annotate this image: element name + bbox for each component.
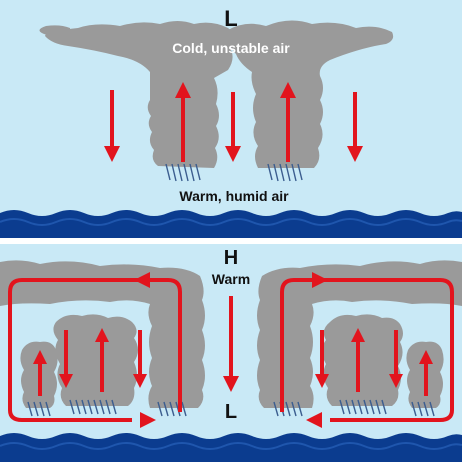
bottom-arrow-up-right-4 xyxy=(419,350,433,396)
bottom-sea xyxy=(0,433,462,462)
bottom-pressure-low-label: L xyxy=(225,401,237,423)
bottom-vertical-arrows xyxy=(33,296,433,396)
top-right-cloud xyxy=(227,20,394,169)
top-left-anvil-wisp xyxy=(39,25,70,37)
bottom-left-cloud-band xyxy=(0,260,205,408)
bottom-circulation-arrows xyxy=(8,278,454,422)
top-panel: L Cold, unstable air Warm, humid air xyxy=(0,0,462,238)
top-arrows xyxy=(104,82,363,162)
left-circulation-loop xyxy=(8,278,182,422)
top-arrow-down-2 xyxy=(225,92,241,162)
bottom-arrow-down-right-3 xyxy=(389,330,403,388)
top-arrow-down-1 xyxy=(104,90,120,162)
right-loop-bottom-arrowhead xyxy=(306,412,322,428)
bottom-right-cloud-band xyxy=(257,260,462,408)
top-upper-label: Cold, unstable air xyxy=(172,40,290,56)
top-rain-streaks xyxy=(165,163,303,182)
bottom-arrow-up-left-3 xyxy=(95,328,109,392)
top-arrow-up-1 xyxy=(175,82,191,162)
right-circulation-loop xyxy=(280,278,454,422)
top-pressure-label: L xyxy=(224,6,237,31)
bottom-arrow-down-right-1 xyxy=(315,330,329,388)
top-left-cloud xyxy=(45,21,235,168)
bottom-panel: H Warm L xyxy=(0,244,462,462)
bottom-arrow-up-left-1 xyxy=(33,350,47,396)
bottom-right-small-cloud-1 xyxy=(322,314,403,406)
bottom-arrow-up-right-2 xyxy=(351,328,365,392)
bottom-warm-label: Warm xyxy=(212,271,250,287)
bottom-arrow-down-left-2 xyxy=(59,330,73,388)
left-loop-top-arrowhead xyxy=(134,272,150,288)
bottom-arrowheads xyxy=(134,272,328,428)
right-loop-top-arrowhead xyxy=(312,272,328,288)
top-sea xyxy=(0,210,462,238)
bottom-arrow-down-center xyxy=(223,296,239,392)
top-lower-label: Warm, humid air xyxy=(179,188,289,204)
bottom-left-small-cloud-2 xyxy=(53,314,138,406)
panel-divider xyxy=(0,238,462,244)
left-loop-bottom-arrowhead xyxy=(140,412,156,428)
top-arrow-down-3 xyxy=(347,92,363,162)
bottom-arrow-down-left-4 xyxy=(133,330,147,388)
top-arrow-up-2 xyxy=(280,82,296,162)
bottom-rain-streaks xyxy=(27,399,435,417)
bottom-pressure-high-label: H xyxy=(224,247,238,269)
